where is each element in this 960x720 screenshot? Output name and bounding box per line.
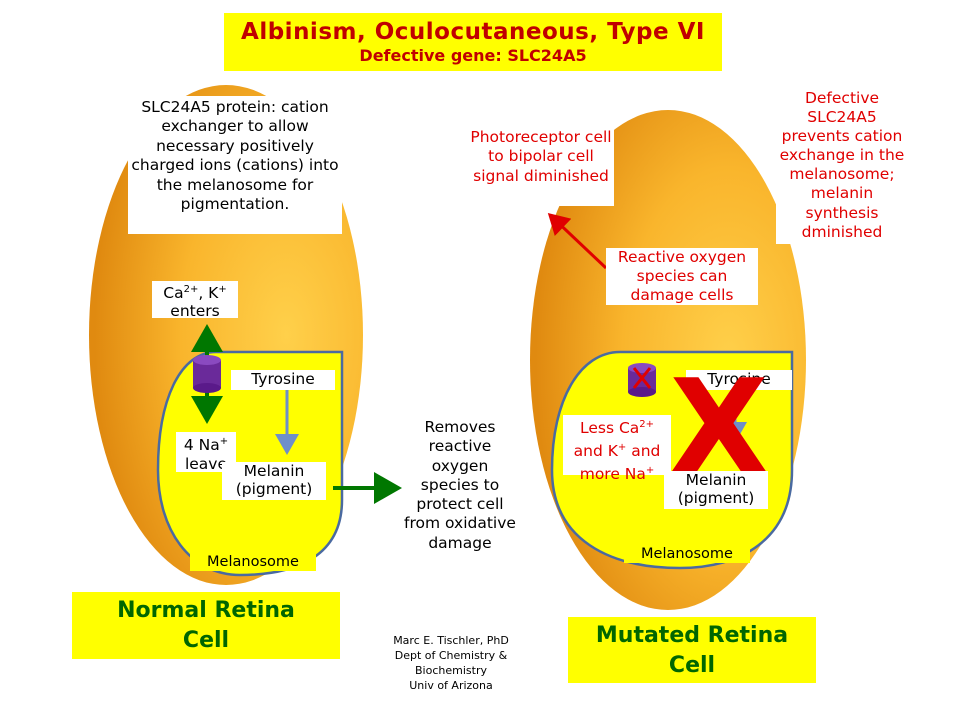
page-subtitle: Defective gene: SLC24A5 xyxy=(359,46,587,65)
defective-text: Defective SLC24A5 prevents cation exchan… xyxy=(776,89,908,244)
page-title: Albinism, Oculocutaneous, Type VI xyxy=(241,19,705,45)
tyrosine-label: Tyrosine xyxy=(231,370,335,390)
ros-arrow xyxy=(547,212,608,270)
ros-text: Reactive oxygen species can damage cells xyxy=(606,248,758,305)
ions-enter-label: Ca2+, K+ enters xyxy=(152,281,238,320)
less-ca-label: Less Ca2+ and K+ and more Na+ xyxy=(563,415,671,483)
protein-description: SLC24A5 protein: cation exchanger to all… xyxy=(128,96,342,234)
photoreceptor-text: Photoreceptor cell to bipolar cell signa… xyxy=(468,128,614,206)
blocked-x-mark: X xyxy=(669,353,769,502)
normal-cell-label: Normal Retina Cell xyxy=(72,592,340,659)
mutated-channel-icon xyxy=(628,363,656,397)
title-box: Albinism, Oculocutaneous, Type VI Defect… xyxy=(224,13,722,71)
author-credit: Marc E. Tischler, PhD Dept of Chemistry … xyxy=(393,634,509,692)
mutated-melanosome-label: Melanosome xyxy=(624,545,750,563)
mutated-tyrosine-label: Tyrosine xyxy=(686,370,792,390)
mutated-melanosome xyxy=(550,350,794,570)
normal-melanosome-label: Melanosome xyxy=(190,553,316,571)
mutated-melanin-label: Melanin (pigment) xyxy=(664,471,768,509)
melanin-label: Melanin (pigment) xyxy=(222,462,326,500)
mutated-cell-label: Mutated Retina Cell xyxy=(568,617,816,683)
removes-ros-text: Removes reactive oxygen species to prote… xyxy=(404,418,516,554)
normal-channel-icon xyxy=(193,355,221,393)
